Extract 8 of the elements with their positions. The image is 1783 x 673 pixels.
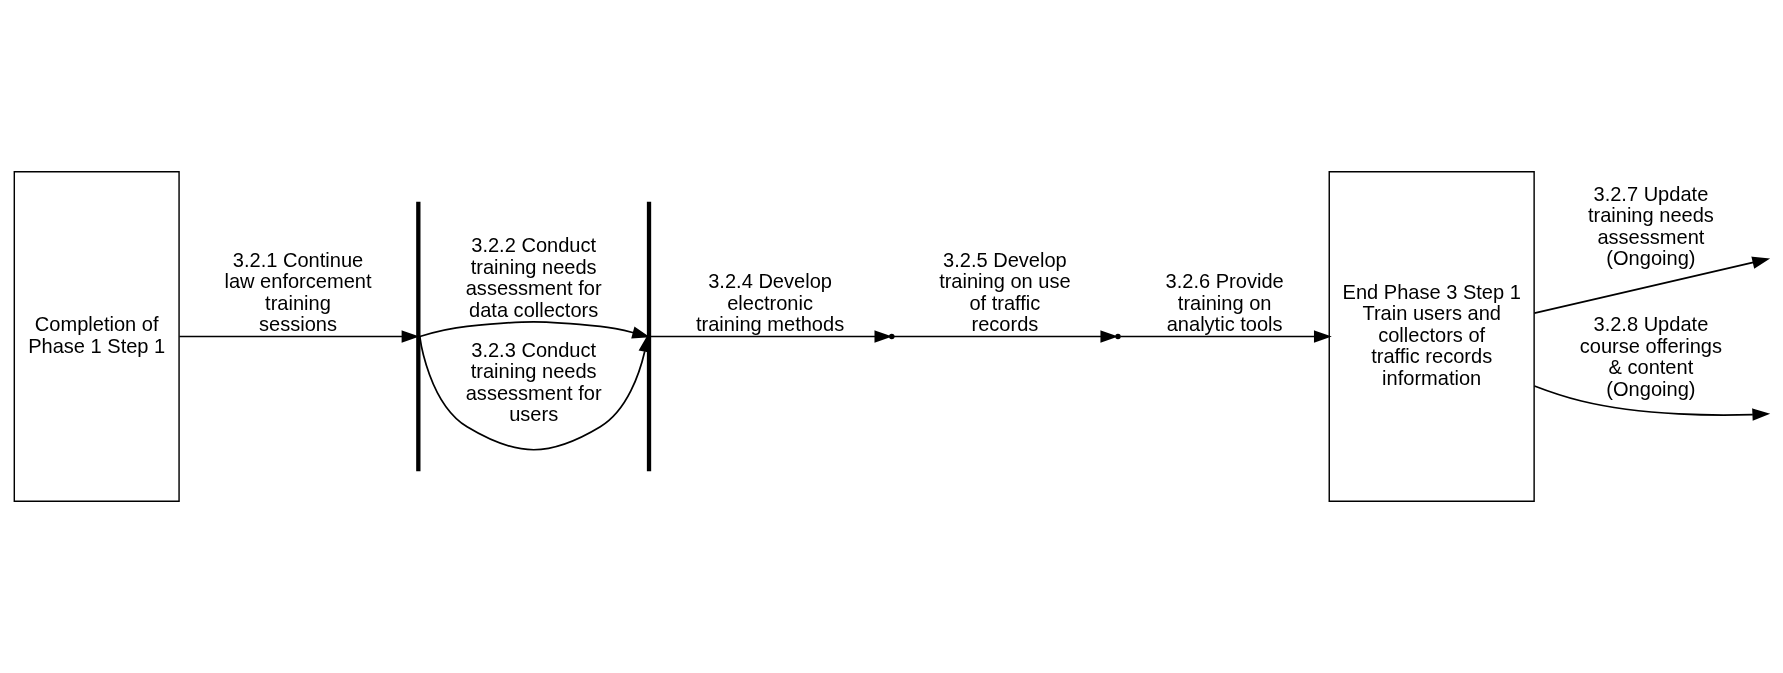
edge-label: 3.2.2 Conduct training needs assessment for data collectors [465,234,602,321]
edge-label: 3.2.4 Develop electronic training methods [695,270,845,336]
edge-label: 3.2.3 Conduct training needs assessment for users [465,338,602,426]
edge-label: 3.2.5 Develop training on use of traffic records [939,248,1071,336]
edge-label: 3.2.7 Update training needs assessment (Ongoing) [1587,182,1714,270]
edge-label: 3.2.1 Continue law enforcement training sessions [224,248,372,336]
edge-label: 3.2.8 Update course offerings & content (Ongoing) [1579,313,1723,400]
edge-label: 3.2.6 Provide training on analytic tools [1165,270,1284,336]
